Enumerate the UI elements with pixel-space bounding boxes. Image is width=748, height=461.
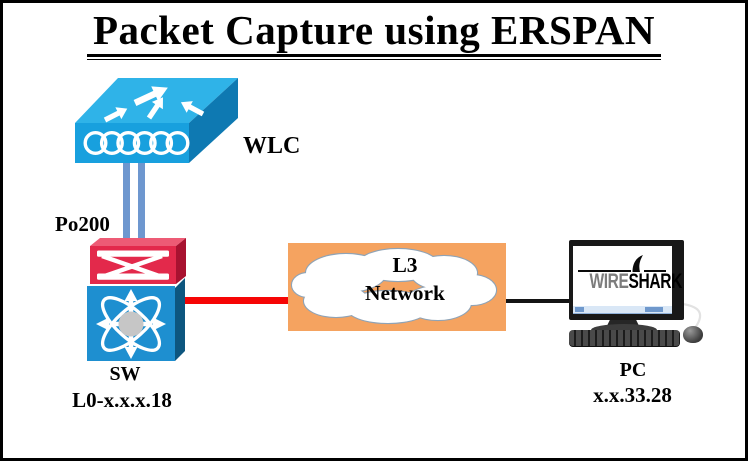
- wlc-ports-circles: [83, 131, 190, 156]
- monitor: WIRESHARK: [569, 240, 684, 320]
- wlc-device-icon: [75, 78, 238, 163]
- pc-ip-label: x.x.33.28: [593, 383, 672, 407]
- taskbar-window-segment: [645, 307, 663, 312]
- page-title: Packet Capture using ERSPAN: [86, 7, 662, 58]
- keyboard: [569, 330, 680, 346]
- cloud-icon: [290, 247, 498, 325]
- switch-loopback-label: L0-x.x.x.18: [72, 388, 172, 412]
- lan-link-black: [498, 299, 572, 303]
- cloud-label: L3 Network: [304, 251, 506, 307]
- title-underline: Packet Capture using ERSPAN: [86, 7, 662, 61]
- cloud-label-line1: L3: [392, 253, 418, 277]
- shark-fin-icon: [632, 255, 644, 272]
- wireshark-logo-rule: [578, 255, 666, 272]
- wireshark-wire-text: WIRE: [589, 270, 629, 293]
- monitor-screen: WIRESHARK: [573, 246, 682, 306]
- wireshark-shark-text: SHARK: [628, 270, 683, 293]
- wlc-label: WLC: [243, 133, 301, 159]
- port-channel-link-line-2: [138, 160, 145, 243]
- title-row: Packet Capture using ERSPAN: [3, 7, 745, 61]
- monitor-taskbar: [573, 306, 672, 314]
- port-channel-link-line-1: [123, 160, 130, 243]
- wireshark-logo: WIRESHARK: [578, 255, 682, 293]
- l3-network-box: L3 Network: [288, 243, 506, 331]
- wireshark-wordmark: WIRESHARK: [589, 270, 682, 293]
- erspan-link-red: [185, 297, 300, 304]
- port-channel-label: Po200: [55, 212, 110, 236]
- switch-multilayer-icon: [96, 289, 166, 359]
- cloud-label-line2: Network: [364, 281, 445, 305]
- mouse: [683, 326, 703, 343]
- taskbar-start-segment: [575, 307, 584, 312]
- switch-device-icon: [87, 238, 186, 361]
- pc-label: PC: [619, 359, 647, 381]
- switch-name-label: SW: [109, 363, 141, 385]
